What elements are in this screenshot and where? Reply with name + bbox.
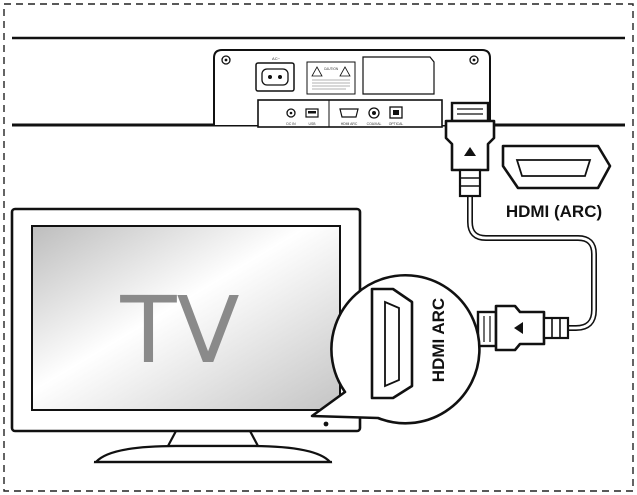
screw-right-icon — [469, 55, 479, 65]
hdmi-plug-top-icon — [444, 101, 496, 198]
coaxial-port-icon — [368, 107, 380, 119]
warning-label — [306, 61, 356, 95]
soundbar: AC~ CAUTION DC IN USB HDMI ARC COAXIAL — [12, 36, 625, 128]
tv-screen — [31, 225, 341, 411]
hdmi-plug-side-icon — [476, 304, 570, 352]
tv-hdmi-port-icon — [370, 287, 414, 400]
tv-stand-neck — [166, 429, 260, 448]
hdmi-arc-port-label: HDMI ARC — [341, 122, 358, 126]
ac-socket-icon — [255, 62, 295, 92]
hdmi-port-large-icon — [501, 144, 612, 190]
warning-triangle-icon — [311, 66, 323, 77]
arrow-up-icon — [464, 147, 476, 156]
dc-in-port-icon — [286, 108, 296, 118]
ac-label: AC~ — [272, 56, 281, 61]
tv-hdmi-arc-label: HDMI ARC — [429, 298, 448, 382]
tv-power-led-icon — [323, 421, 329, 427]
arrow-left-icon — [514, 322, 523, 334]
tv-hdmi-port-callout: HDMI ARC — [310, 274, 481, 425]
dashed-frame — [3, 3, 634, 492]
tv: TV — [10, 207, 362, 464]
rating-plate — [362, 56, 435, 95]
screw-left-icon — [221, 55, 231, 65]
hdmi-arc-port-icon — [339, 108, 359, 118]
hdmi-arc-soundbar-label: HDMI (ARC) — [506, 202, 602, 221]
warning-text: CAUTION — [324, 67, 339, 71]
port-strip — [257, 99, 443, 128]
optical-label: OPTICAL — [389, 122, 404, 126]
soundbar-hdmi-port-callout: HDMI (ARC) — [501, 144, 612, 221]
coaxial-label: COAXIAL — [367, 122, 382, 126]
usb-label: USB — [309, 122, 317, 126]
hdmi-cable — [444, 101, 597, 352]
usb-port-icon — [305, 108, 319, 118]
optical-port-icon — [389, 106, 403, 119]
dc-in-label: DC IN — [286, 122, 296, 126]
tv-stand-base — [93, 444, 333, 464]
tv-label: TV — [119, 277, 239, 384]
